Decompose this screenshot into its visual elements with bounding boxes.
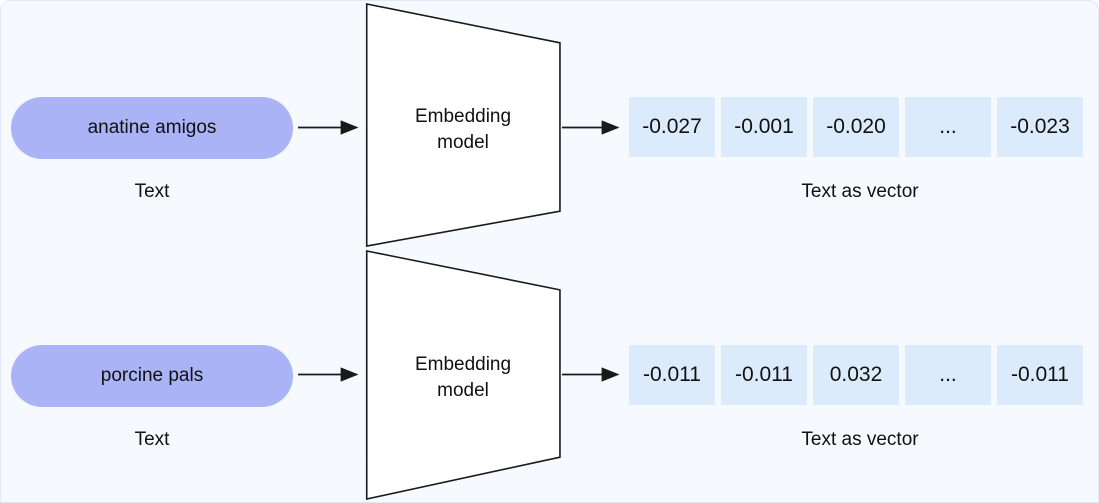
vector-cell: -0.011 [721,345,807,405]
input-caption: Text [134,429,170,450]
input-caption: Text [134,181,170,202]
vector-caption: Text as vector [801,429,919,450]
vector-row: -0.027 -0.001 -0.020 ... -0.023 [629,97,1083,157]
vector-cell: -0.027 [629,97,715,157]
input-pill-label: anatine amigos [87,117,217,138]
embedding-model-shape [365,250,561,500]
input-pill-label: porcine pals [100,365,204,386]
embedding-model-shape [365,3,561,247]
vector-cell: -0.001 [721,97,807,157]
vector-row: -0.011 -0.011 0.032 ... -0.011 [629,345,1083,405]
vector-cell-ellipsis: ... [905,345,991,405]
input-pill: anatine amigos [11,97,293,159]
vector-cell: -0.023 [997,97,1083,157]
embedding-model-label: Embedding model [414,354,512,401]
vector-caption: Text as vector [801,181,919,202]
vector-cell: -0.011 [629,345,715,405]
vector-cell: -0.020 [813,97,899,157]
vector-cell: -0.011 [997,345,1083,405]
input-pill: porcine pals [11,345,293,407]
vector-cell-ellipsis: ... [905,97,991,157]
vector-cell: 0.032 [813,345,899,405]
embedding-model-label: Embedding model [414,106,512,153]
